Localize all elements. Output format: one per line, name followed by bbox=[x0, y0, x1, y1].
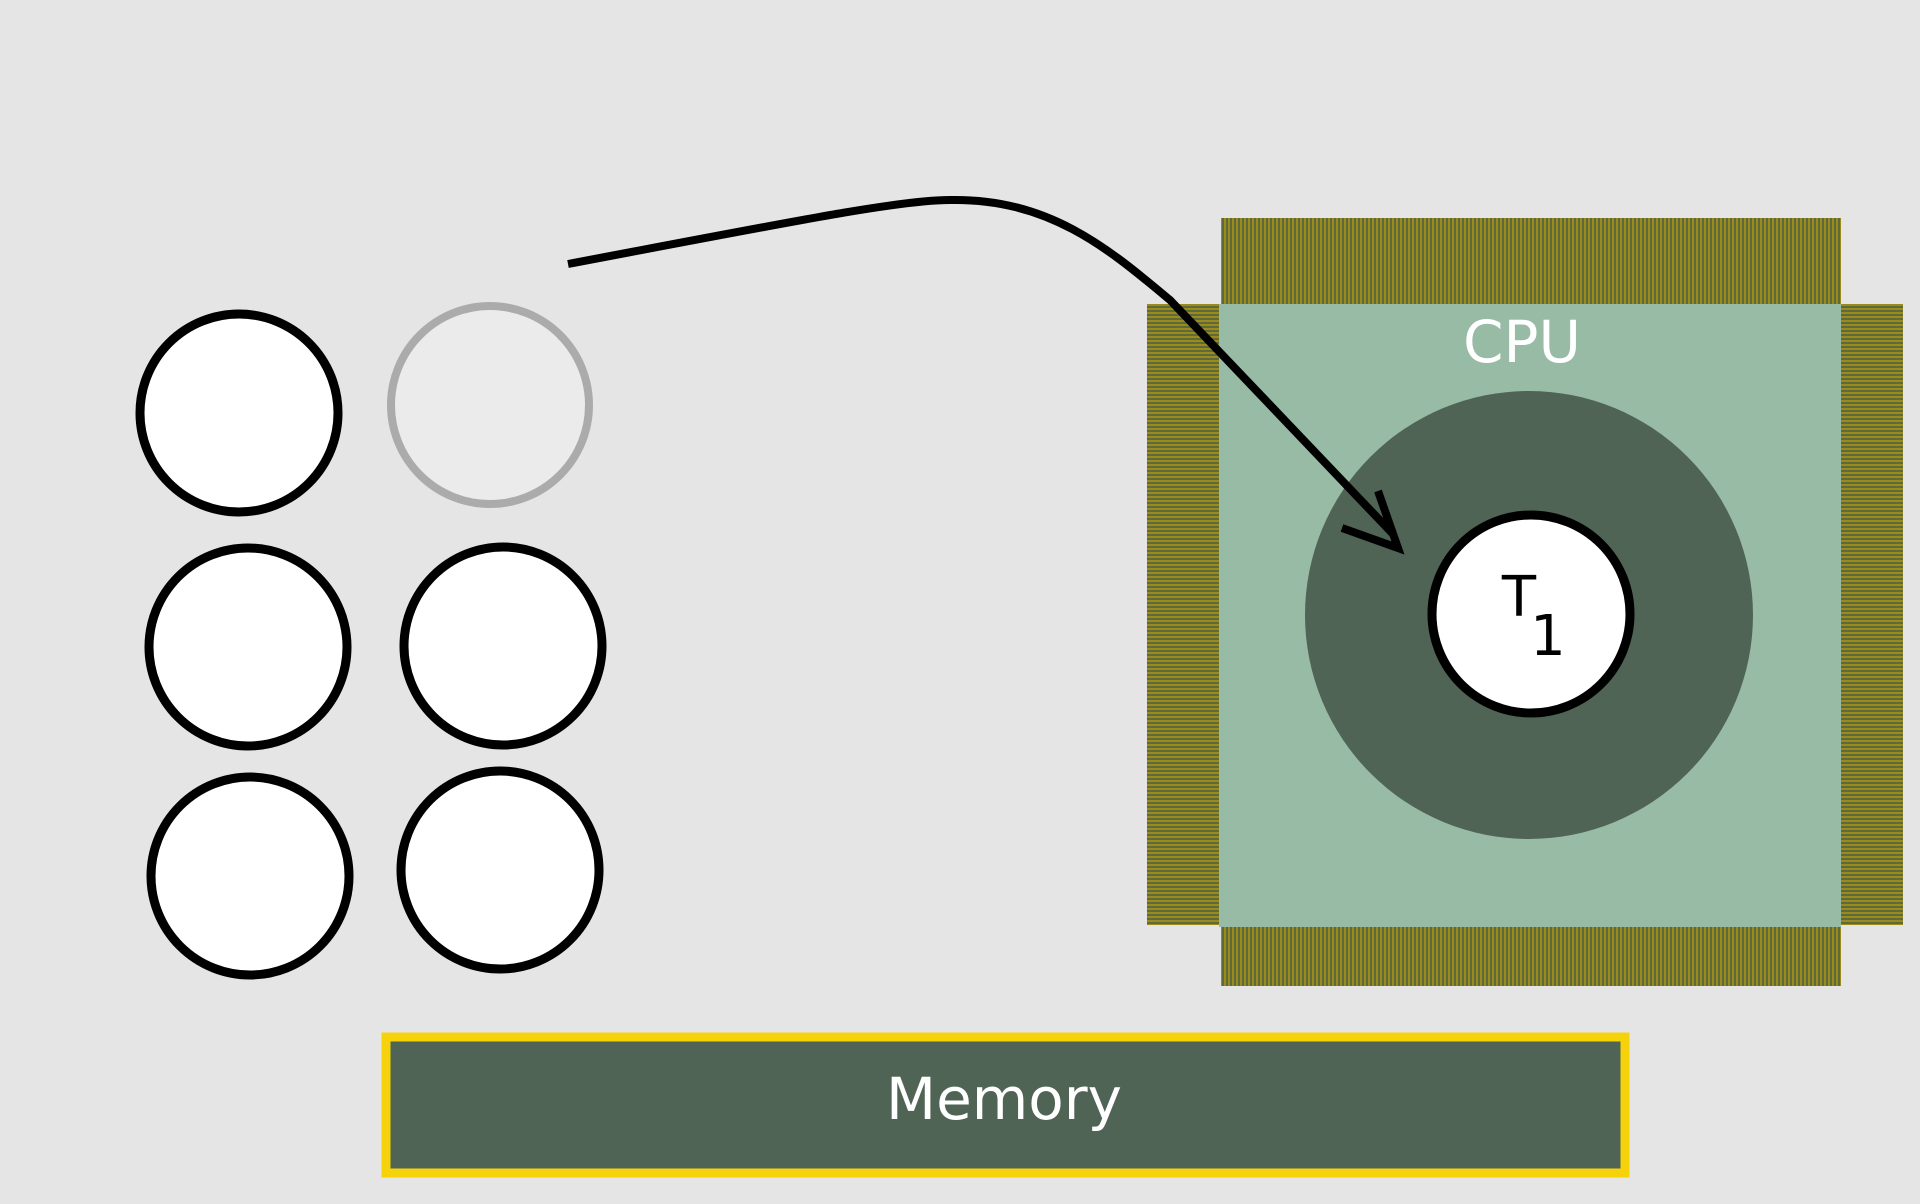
schedule-arrow bbox=[567, 195, 1396, 537]
thread-pool-circle bbox=[396, 766, 604, 974]
thread-pool-circle bbox=[144, 543, 352, 751]
cpu-pins-top bbox=[1221, 218, 1841, 304]
running-thread-letter: T bbox=[1501, 565, 1537, 630]
memory-bar bbox=[381, 1032, 1630, 1178]
thread-pool-circle bbox=[399, 542, 607, 750]
thread-pool-circle bbox=[135, 309, 343, 517]
running-thread-subscript: 1 bbox=[1530, 604, 1566, 669]
cpu-pins-left bbox=[1147, 304, 1221, 925]
cpu-label: CPU bbox=[1463, 308, 1581, 376]
cpu-pins-bottom bbox=[1221, 927, 1841, 986]
thread-pool-circle bbox=[146, 772, 354, 980]
cpu-pins-right bbox=[1841, 304, 1903, 925]
memory-label: Memory bbox=[886, 1065, 1122, 1133]
schedule-arrow-head bbox=[1340, 489, 1405, 555]
thread-pool-moved-slot bbox=[387, 302, 593, 508]
running-thread-circle bbox=[1427, 510, 1635, 718]
